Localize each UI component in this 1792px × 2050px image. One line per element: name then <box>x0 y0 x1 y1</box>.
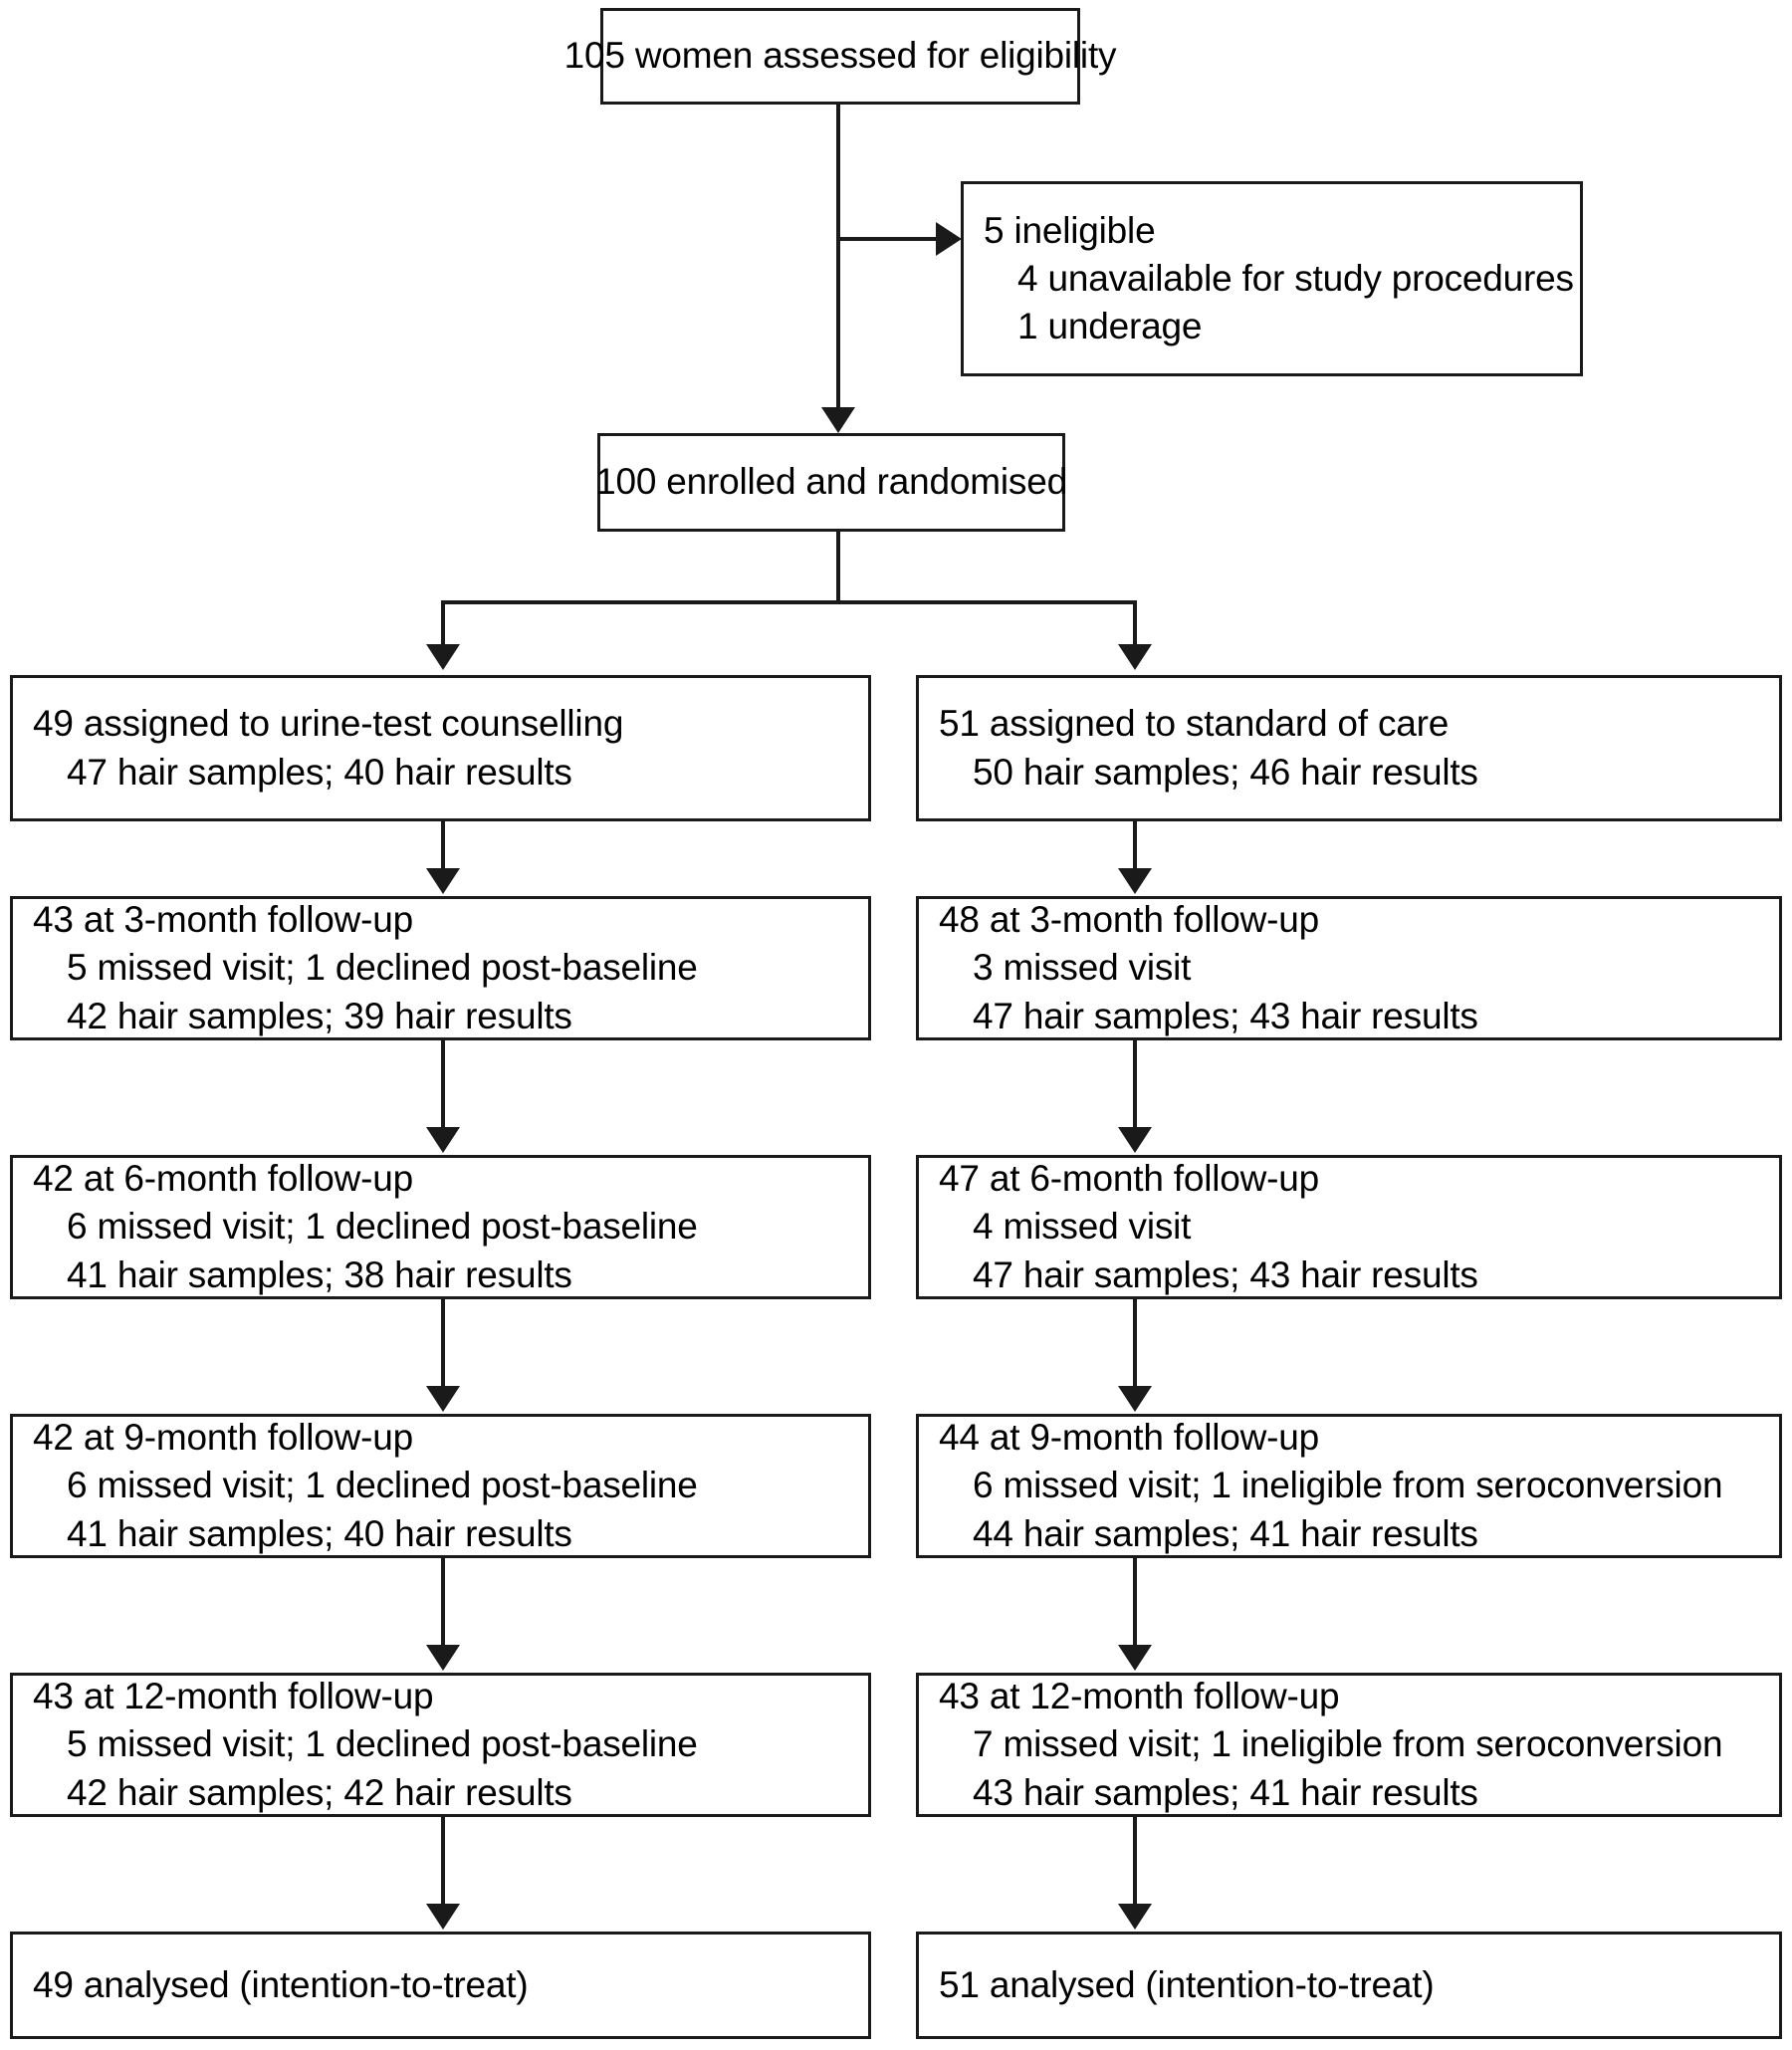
box-left-followup-9month: 42 at 9-month follow-up 6 missed visit; … <box>10 1414 871 1558</box>
right-m12-detail-1: 7 missed visit; 1 ineligible from seroco… <box>973 1723 1723 1765</box>
left-m6-detail-1: 6 missed visit; 1 declined post-baseline <box>67 1206 698 1248</box>
connector-right-m9-to-m12 <box>1133 1558 1137 1647</box>
left-m12-heading: 43 at 12-month follow-up <box>33 1676 434 1717</box>
left-m9-heading: 42 at 9-month follow-up <box>33 1417 414 1459</box>
right-m9-detail-2: 44 hair samples; 41 hair results <box>973 1512 1478 1554</box>
connector-right-m6-to-m9 <box>1133 1299 1137 1388</box>
right-assigned-detail-1: 50 hair samples; 46 hair results <box>973 751 1478 793</box>
right-m9-detail-1: 6 missed visit; 1 ineligible from seroco… <box>973 1465 1723 1506</box>
right-m3-detail-2: 47 hair samples; 43 hair results <box>973 995 1478 1036</box>
connector-left-m6-to-m9 <box>441 1299 445 1388</box>
arrowhead-to-randomised <box>821 407 855 433</box>
arrowhead-to-ineligible <box>936 222 962 256</box>
randomised-label: 100 enrolled and randomised <box>595 461 1067 503</box>
arrowhead-right-m9 <box>1118 1386 1152 1412</box>
connector-assessed-to-randomised <box>836 105 840 413</box>
right-m6-detail-2: 47 hair samples; 43 hair results <box>973 1253 1478 1295</box>
ineligible-reason-1: 4 unavailable for study procedures <box>1017 257 1574 299</box>
arrowhead-to-right-assigned <box>1118 644 1152 670</box>
assessed-label: 105 women assessed for eligibility <box>563 35 1117 77</box>
arrowhead-right-analysed <box>1118 1904 1152 1930</box>
right-analysed-label: 51 analysed (intention-to-treat) <box>939 1963 1435 2005</box>
right-m9-heading: 44 at 9-month follow-up <box>939 1417 1320 1459</box>
left-analysed-label: 49 analysed (intention-to-treat) <box>33 1963 529 2005</box>
ineligible-reason-2: 1 underage <box>1017 306 1203 347</box>
left-m6-detail-2: 41 hair samples; 38 hair results <box>67 1253 572 1295</box>
arrowhead-right-m3 <box>1118 868 1152 894</box>
connector-left-assigned-to-m3 <box>441 821 445 870</box>
right-m3-detail-1: 3 missed visit <box>973 947 1192 989</box>
box-assessed-for-eligibility: 105 women assessed for eligibility <box>564 8 1117 105</box>
box-right-followup-12month: 43 at 12-month follow-up 7 missed visit;… <box>916 1673 1782 1817</box>
box-left-analysed: 49 analysed (intention-to-treat) <box>10 1932 871 2039</box>
box-right-assigned: 51 assigned to standard of care 50 hair … <box>916 675 1782 821</box>
connector-randomised-stem <box>836 532 840 604</box>
arrowhead-left-m3 <box>426 868 460 894</box>
box-right-followup-9month: 44 at 9-month follow-up 6 missed visit; … <box>916 1414 1782 1558</box>
connector-right-assigned-to-m3 <box>1133 821 1137 870</box>
connector-randomised-split <box>441 600 1137 604</box>
box-right-analysed: 51 analysed (intention-to-treat) <box>916 1932 1782 2039</box>
box-enrolled-randomised: 100 enrolled and randomised <box>595 433 1067 532</box>
right-assigned-heading: 51 assigned to standard of care <box>939 703 1450 745</box>
left-m3-detail-2: 42 hair samples; 39 hair results <box>67 995 572 1036</box>
arrowhead-right-m12 <box>1118 1645 1152 1671</box>
box-right-followup-6month: 47 at 6-month follow-up 4 missed visit 4… <box>916 1155 1782 1299</box>
right-m12-heading: 43 at 12-month follow-up <box>939 1676 1340 1717</box>
right-m6-heading: 47 at 6-month follow-up <box>939 1158 1320 1200</box>
left-m12-detail-1: 5 missed visit; 1 declined post-baseline <box>67 1723 698 1765</box>
connector-right-m12-to-analysed <box>1133 1817 1137 1906</box>
left-m12-detail-2: 42 hair samples; 42 hair results <box>67 1771 572 1813</box>
connector-right-m3-to-m6 <box>1133 1040 1137 1129</box>
connector-split-to-right-arm <box>1133 600 1137 646</box>
arrowhead-right-m6 <box>1118 1127 1152 1153</box>
left-m3-heading: 43 at 3-month follow-up <box>33 899 414 941</box>
arrowhead-to-left-assigned <box>426 644 460 670</box>
right-m6-detail-1: 4 missed visit <box>973 1206 1192 1248</box>
arrowhead-left-m9 <box>426 1386 460 1412</box>
arrowhead-left-analysed <box>426 1904 460 1930</box>
ineligible-heading: 5 ineligible <box>984 209 1156 251</box>
box-left-followup-12month: 43 at 12-month follow-up 5 missed visit;… <box>10 1673 871 1817</box>
left-m6-heading: 42 at 6-month follow-up <box>33 1158 414 1200</box>
connector-left-m12-to-analysed <box>441 1817 445 1906</box>
connector-split-to-left-arm <box>441 600 445 646</box>
left-m9-detail-2: 41 hair samples; 40 hair results <box>67 1512 572 1554</box>
box-left-followup-6month: 42 at 6-month follow-up 6 missed visit; … <box>10 1155 871 1299</box>
arrowhead-left-m6 <box>426 1127 460 1153</box>
box-right-followup-3month: 48 at 3-month follow-up 3 missed visit 4… <box>916 896 1782 1040</box>
box-ineligible: 5 ineligible 4 unavailable for study pro… <box>961 181 1583 376</box>
connector-left-m3-to-m6 <box>441 1040 445 1129</box>
box-left-followup-3month: 43 at 3-month follow-up 5 missed visit; … <box>10 896 871 1040</box>
connector-assessed-to-ineligible <box>838 237 938 241</box>
connector-left-m9-to-m12 <box>441 1558 445 1647</box>
left-m9-detail-1: 6 missed visit; 1 declined post-baseline <box>67 1465 698 1506</box>
arrowhead-left-m12 <box>426 1645 460 1671</box>
left-assigned-heading: 49 assigned to urine-test counselling <box>33 703 624 745</box>
right-m12-detail-2: 43 hair samples; 41 hair results <box>973 1771 1478 1813</box>
left-assigned-detail-1: 47 hair samples; 40 hair results <box>67 751 572 793</box>
box-left-assigned: 49 assigned to urine-test counselling 47… <box>10 675 871 821</box>
right-m3-heading: 48 at 3-month follow-up <box>939 899 1320 941</box>
left-m3-detail-1: 5 missed visit; 1 declined post-baseline <box>67 947 698 989</box>
